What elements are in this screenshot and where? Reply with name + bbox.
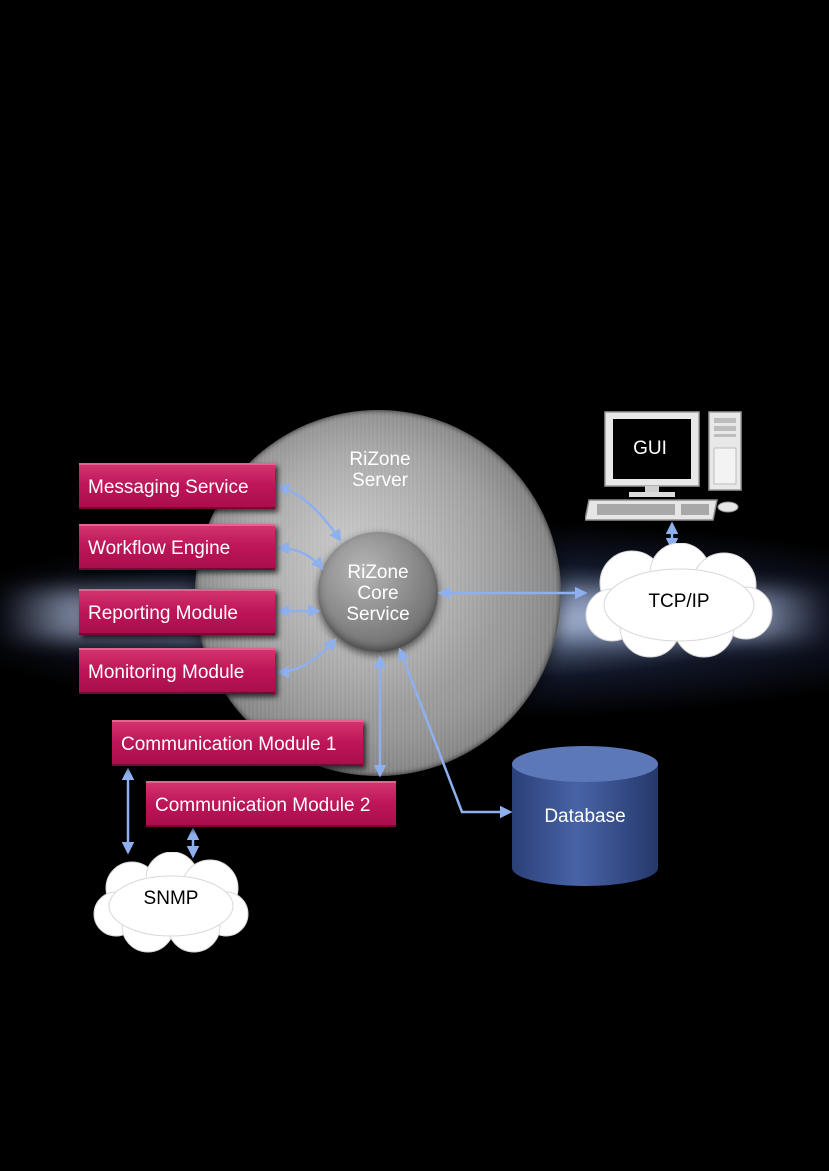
snmp-label: SNMP bbox=[143, 888, 199, 909]
core-label-line-3: Service bbox=[346, 604, 410, 625]
communication-module-1: Communication Module 1 bbox=[112, 720, 363, 766]
cloud-icon bbox=[93, 852, 249, 953]
workflow-engine-module: Workflow Engine bbox=[79, 524, 275, 570]
tcpip-label: TCP/IP bbox=[648, 591, 710, 612]
gui-label: GUI bbox=[633, 438, 667, 459]
rizone-server-label: RiZone Server bbox=[310, 449, 450, 491]
communication-module-2: Communication Module 2 bbox=[146, 781, 396, 827]
rizone-core-service-node bbox=[318, 532, 438, 652]
rizone-core-service-label: RiZone Core Service bbox=[318, 562, 438, 625]
connector-core-database bbox=[397, 647, 513, 819]
cloud-icon bbox=[585, 543, 773, 658]
core-label-line-1: RiZone bbox=[347, 562, 409, 583]
database-label: Database bbox=[544, 806, 626, 827]
tcpip-cloud: TCP/IP bbox=[584, 543, 774, 661]
database-cylinder-icon bbox=[512, 746, 658, 886]
reporting-module: Reporting Module bbox=[79, 589, 275, 635]
connector-messaging-core bbox=[276, 483, 342, 543]
snmp-cloud: SNMP bbox=[92, 852, 250, 954]
server-label-line-2: Server bbox=[352, 470, 408, 491]
connector-monitoring-core bbox=[276, 638, 337, 679]
connector-workflow-core bbox=[276, 541, 324, 570]
messaging-service-module: Messaging Service bbox=[79, 463, 275, 509]
server-label-line-1: RiZone bbox=[349, 449, 411, 470]
monitoring-module: Monitoring Module bbox=[79, 648, 275, 694]
core-label-line-2: Core bbox=[357, 583, 399, 604]
computer-icon bbox=[585, 411, 742, 521]
